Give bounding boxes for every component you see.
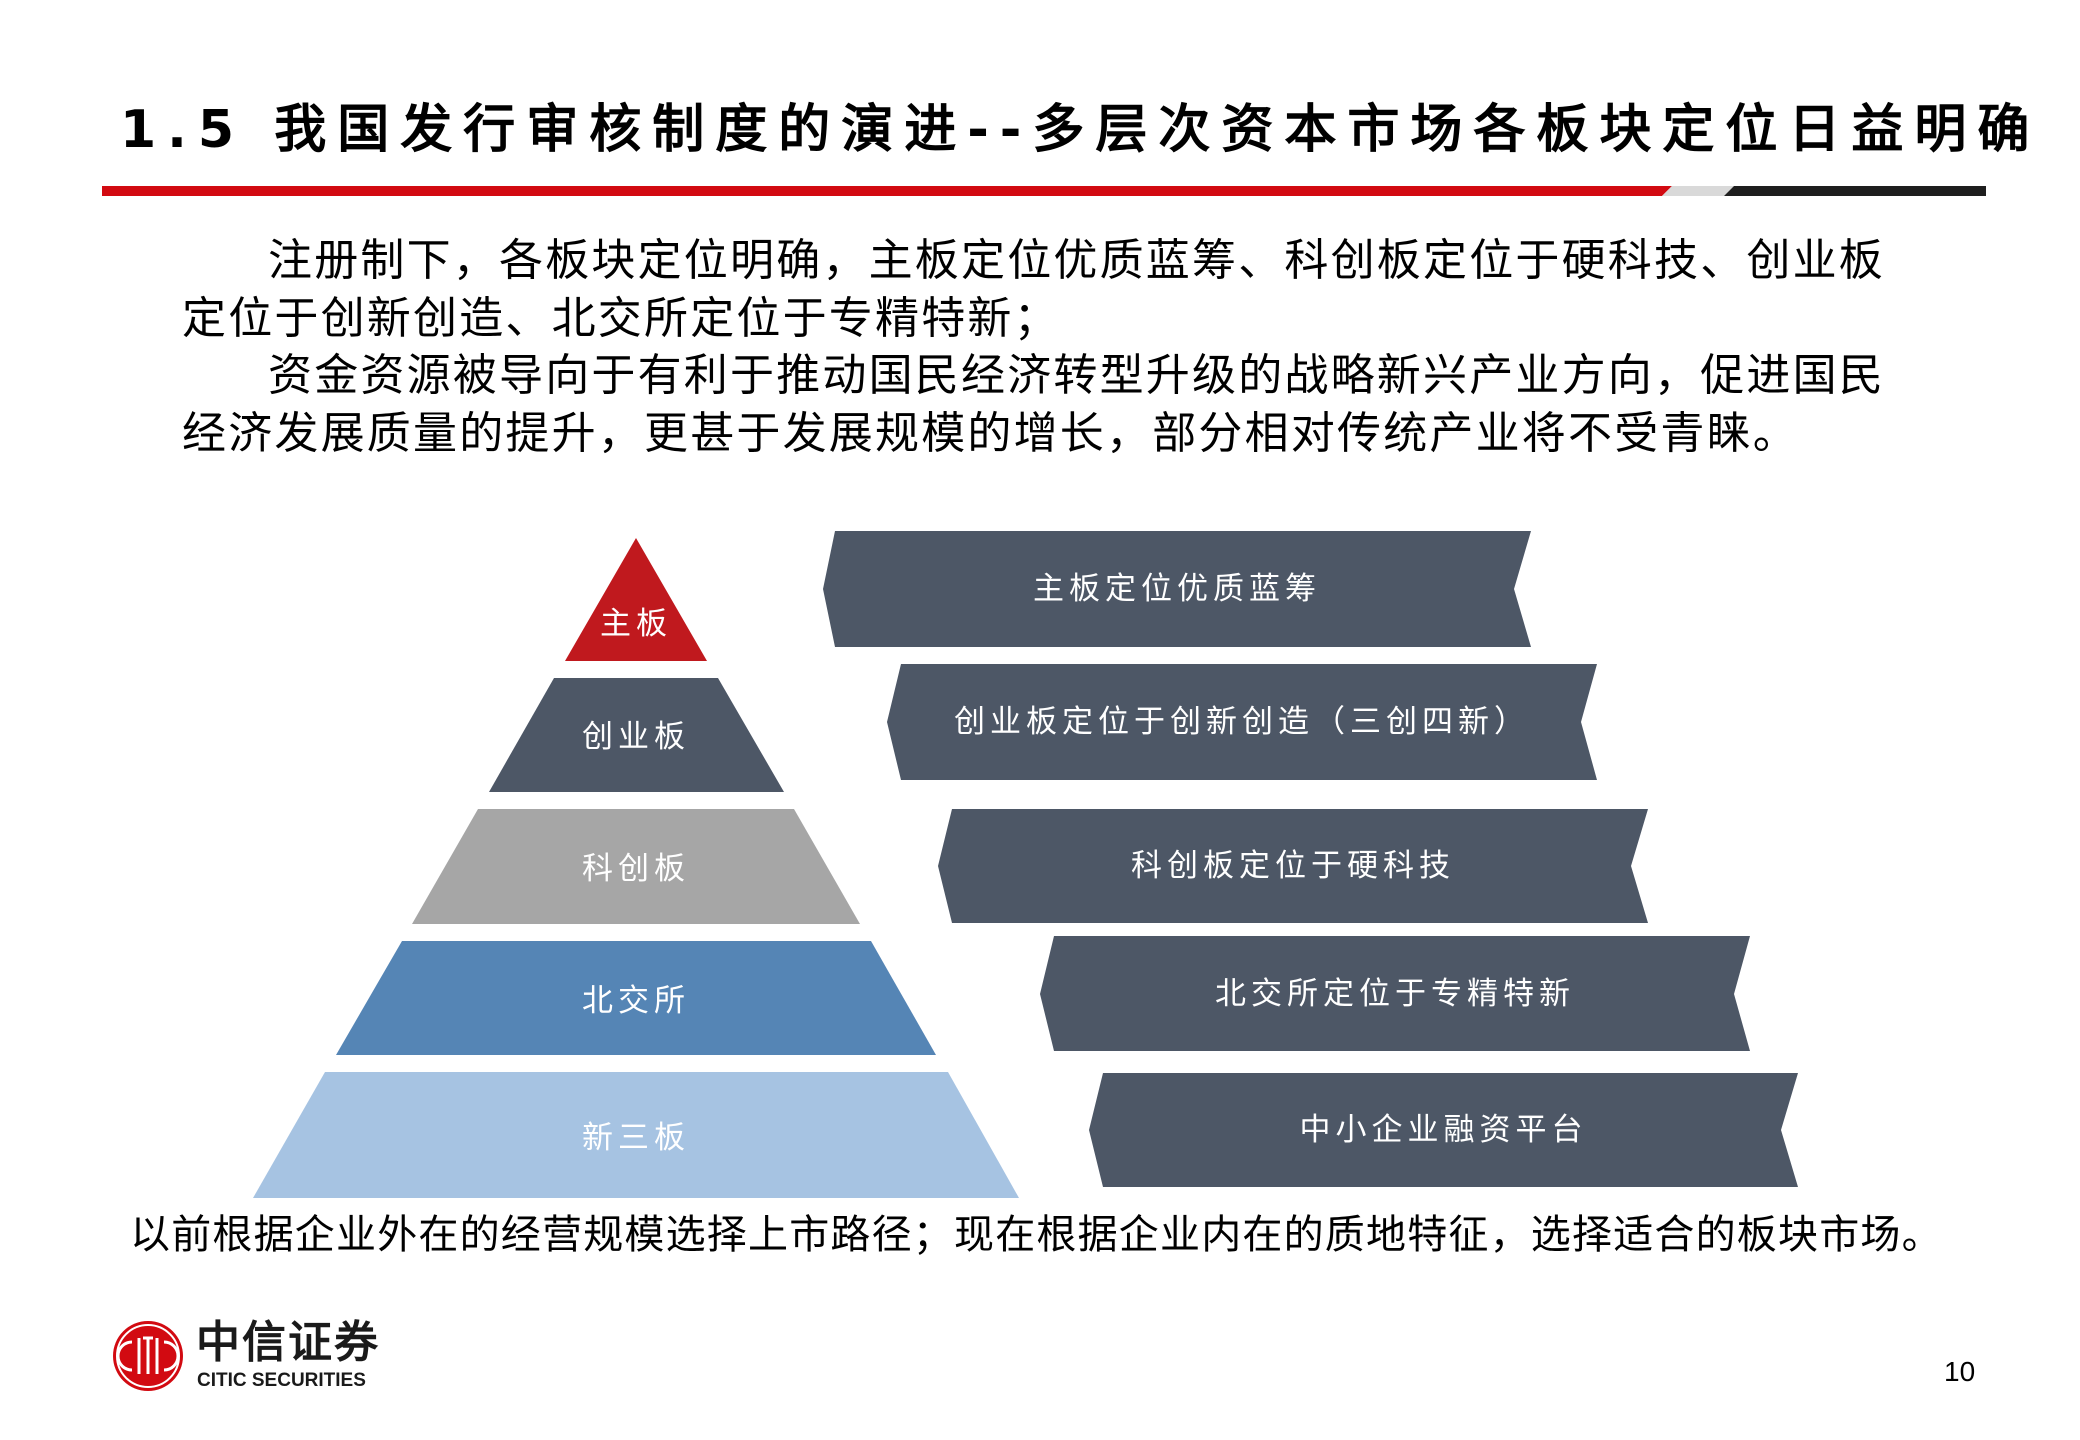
positioning-banner-1 — [823, 531, 1531, 647]
citic-logo-icon — [113, 1321, 183, 1391]
positioning-label-2: 创业板定位于创新创造（三创四新） — [954, 704, 1530, 740]
pyramid-tier-chinext — [489, 678, 784, 792]
pyramid-tier-neeq — [253, 1072, 1019, 1198]
positioning-banner-3 — [938, 809, 1648, 923]
positioning-label-5: 中小企业融资平台 — [1299, 1112, 1588, 1148]
positioning-banner-4 — [1040, 936, 1750, 1051]
pyramid-tier-bse — [336, 941, 936, 1055]
pyramid-label-chinext: 创业板 — [582, 719, 690, 755]
pyramid-tier-main-board — [565, 538, 707, 661]
title-underline-bar — [102, 186, 1986, 196]
positioning-banner-5 — [1089, 1073, 1798, 1187]
positioning-label-1: 主板定位优质蓝筹 — [1033, 571, 1321, 607]
pyramid-label-main-board: 主板 — [600, 606, 672, 642]
company-name-cn: 中信证券 — [196, 1317, 380, 1368]
company-name-en: CITIC SECURITIES — [197, 1370, 366, 1391]
pyramid-label-star: 科创板 — [582, 851, 690, 887]
body-paragraph-2: 资金资源被导向于有利于推动国民经济转型升级的战略新兴产业方向，促进国民经济发展质… — [182, 350, 1885, 459]
slide-title: 1.5 我国发行审核制度的演进--多层次资本市场各板块定位日益明确 — [120, 100, 2041, 160]
positioning-label-4: 北交所定位于专精特新 — [1215, 976, 1575, 1012]
pyramid-label-neeq: 新三板 — [582, 1120, 690, 1156]
pyramid-label-bse: 北交所 — [582, 983, 690, 1019]
page-number: 10 — [1944, 1356, 1976, 1387]
pyramid-tier-star — [412, 809, 860, 924]
positioning-banner-2 — [887, 664, 1597, 780]
summary-caption: 以前根据企业外在的经营规模选择上市路径；现在根据企业内在的质地特征，选择适合的板… — [130, 1212, 1943, 1258]
body-text: 注册制下，各板块定位明确，主板定位优质蓝筹、科创板定位于硬科技、创业板定位于创新… — [182, 232, 1902, 462]
body-paragraph-1: 注册制下，各板块定位明确，主板定位优质蓝筹、科创板定位于硬科技、创业板定位于创新… — [182, 235, 1885, 344]
positioning-label-3: 科创板定位于硬科技 — [1131, 848, 1455, 884]
